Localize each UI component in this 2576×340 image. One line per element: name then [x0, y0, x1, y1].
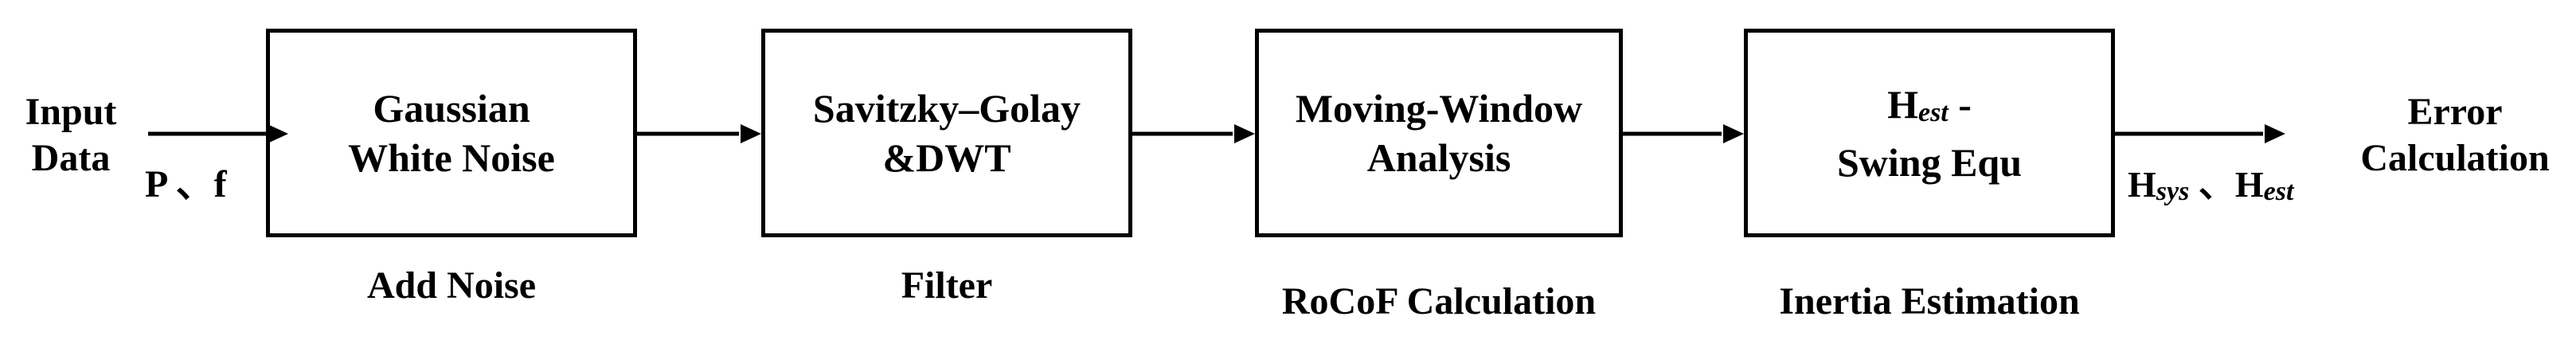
gaussian-noise-block: Gaussian White Noise: [266, 29, 637, 237]
arrowhead-noise-to-filter: [741, 124, 761, 143]
inertia-block: Hest - Swing Equ: [1744, 29, 2115, 237]
arrowhead-input-to-noise: [268, 124, 288, 143]
block2-line2: &DWT: [882, 135, 1011, 180]
input-label: Input Data: [11, 89, 131, 182]
arrowhead-window-to-inertia: [1723, 124, 1744, 143]
block3-line1: Moving-Window: [1295, 86, 1583, 131]
output-line2: Calculation: [2360, 137, 2550, 179]
filter-caption: Filter: [901, 264, 993, 307]
block3-line2: Analysis: [1366, 135, 1511, 180]
block1-line1: Gaussian: [373, 86, 530, 131]
output-line1: Error: [2407, 91, 2503, 133]
output-signals: Hsys 、Hest: [2128, 164, 2294, 206]
moving-window-block: Moving-Window Analysis: [1255, 29, 1623, 237]
arrowhead-inertia-to-output: [2265, 124, 2285, 143]
inertia-caption: Inertia Estimation: [1779, 280, 2080, 322]
input-signals: P 、f: [145, 163, 227, 205]
block4-line2: Swing Equ: [1836, 139, 2023, 185]
block2-line1: Savitzky–Golay: [812, 86, 1081, 131]
input-line2: Data: [31, 137, 111, 179]
output-label: Error Calculation: [2340, 89, 2570, 182]
filter-block: Savitzky–Golay &DWT: [761, 29, 1132, 237]
input-line1: Input: [25, 91, 117, 133]
block1-line2: White Noise: [348, 135, 555, 180]
add-noise-caption: Add Noise: [366, 264, 537, 307]
rocof-caption: RoCoF Calculation: [1281, 280, 1597, 322]
block4-line1: Hest -: [1887, 81, 1972, 127]
arrowhead-filter-to-window: [1234, 124, 1255, 143]
